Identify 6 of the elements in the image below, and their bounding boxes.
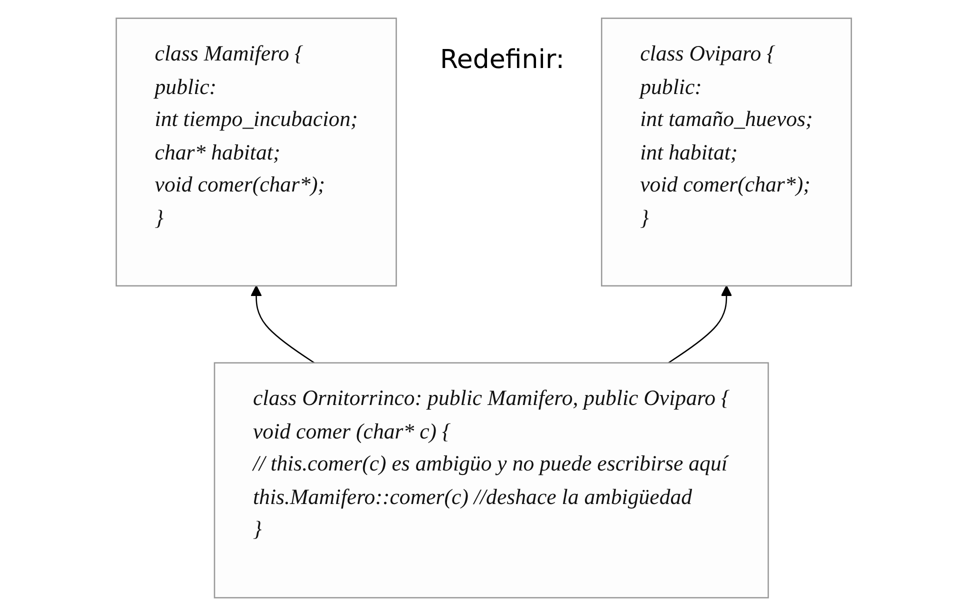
inheritance-arrow	[668, 284, 732, 363]
note-text: Redefinir:	[440, 45, 564, 75]
class-box: class Mamifero { public: int tiempo_incubacion; char* habitat; void comer(char*); }	[116, 17, 398, 286]
class-box: class Oviparo { public: int tamaño_huevos; int habitat; void comer(char*); }	[601, 17, 852, 286]
inheritance-arrow	[250, 284, 315, 363]
class-box: class Ornitorrinco: public Mamifero, public Oviparo { void comer (char* c) { // this.comer(c) es ambigüo y no puede escribirse aquí this.Mamifero::comer(c) //deshace la ambigüedad }	[214, 362, 770, 598]
